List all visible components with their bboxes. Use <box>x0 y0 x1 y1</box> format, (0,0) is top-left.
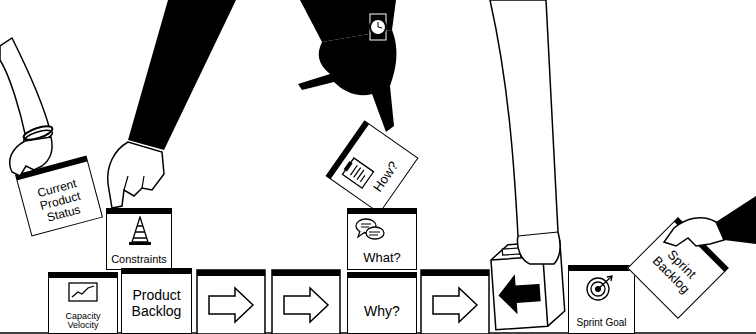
right-middle-hand <box>490 0 560 264</box>
block-face <box>272 270 340 334</box>
arrow-symbol <box>209 288 253 322</box>
block-node: Constraints <box>106 208 172 270</box>
block-label: What? <box>363 251 401 265</box>
block-face <box>421 270 489 334</box>
watch <box>370 19 386 35</box>
arrow-symbol <box>284 288 328 322</box>
finger-line <box>124 176 144 190</box>
block-node: What? <box>347 208 417 270</box>
block-icon <box>128 216 152 246</box>
block-top <box>197 270 265 276</box>
arrow-block <box>197 270 265 334</box>
arrow-block <box>272 270 340 334</box>
hand <box>108 142 164 208</box>
block-node: Why? <box>347 272 417 334</box>
sleeve-hand <box>108 0 236 208</box>
block-label: Constraints <box>111 254 167 266</box>
arm <box>490 0 560 264</box>
block-label: Capacity Velocity <box>49 312 117 331</box>
block-node: Capacity Velocity <box>48 272 118 334</box>
arrow-symbol <box>498 275 540 314</box>
block-icon <box>585 275 613 303</box>
block-node: Product Backlog <box>121 268 192 334</box>
block-top <box>421 270 489 276</box>
hand <box>10 137 52 176</box>
cuff-line <box>518 232 558 236</box>
block-label: Current Product Status <box>21 173 101 229</box>
arrow-block <box>421 270 489 334</box>
hand <box>664 218 724 246</box>
block-face <box>197 270 265 334</box>
sleeve <box>300 0 396 42</box>
sleeve <box>128 0 236 150</box>
block-label: Sprint Goal <box>576 318 626 329</box>
watch-hands <box>378 22 382 28</box>
left-hand <box>0 38 54 176</box>
block-top <box>272 270 340 276</box>
right-hand <box>664 196 756 246</box>
arm <box>0 38 50 138</box>
block-label: Why? <box>364 304 400 319</box>
block-icon <box>68 282 98 302</box>
arrow-symbol <box>433 288 477 322</box>
block-label: How? <box>371 159 402 194</box>
block-node: Sprint Goal <box>568 265 635 334</box>
hand <box>298 30 396 132</box>
block-label: Product Backlog <box>122 288 191 318</box>
pointing-hand <box>298 0 396 132</box>
block-node: How? <box>325 120 418 214</box>
watch-strap <box>370 14 386 40</box>
block-icon <box>354 217 385 240</box>
